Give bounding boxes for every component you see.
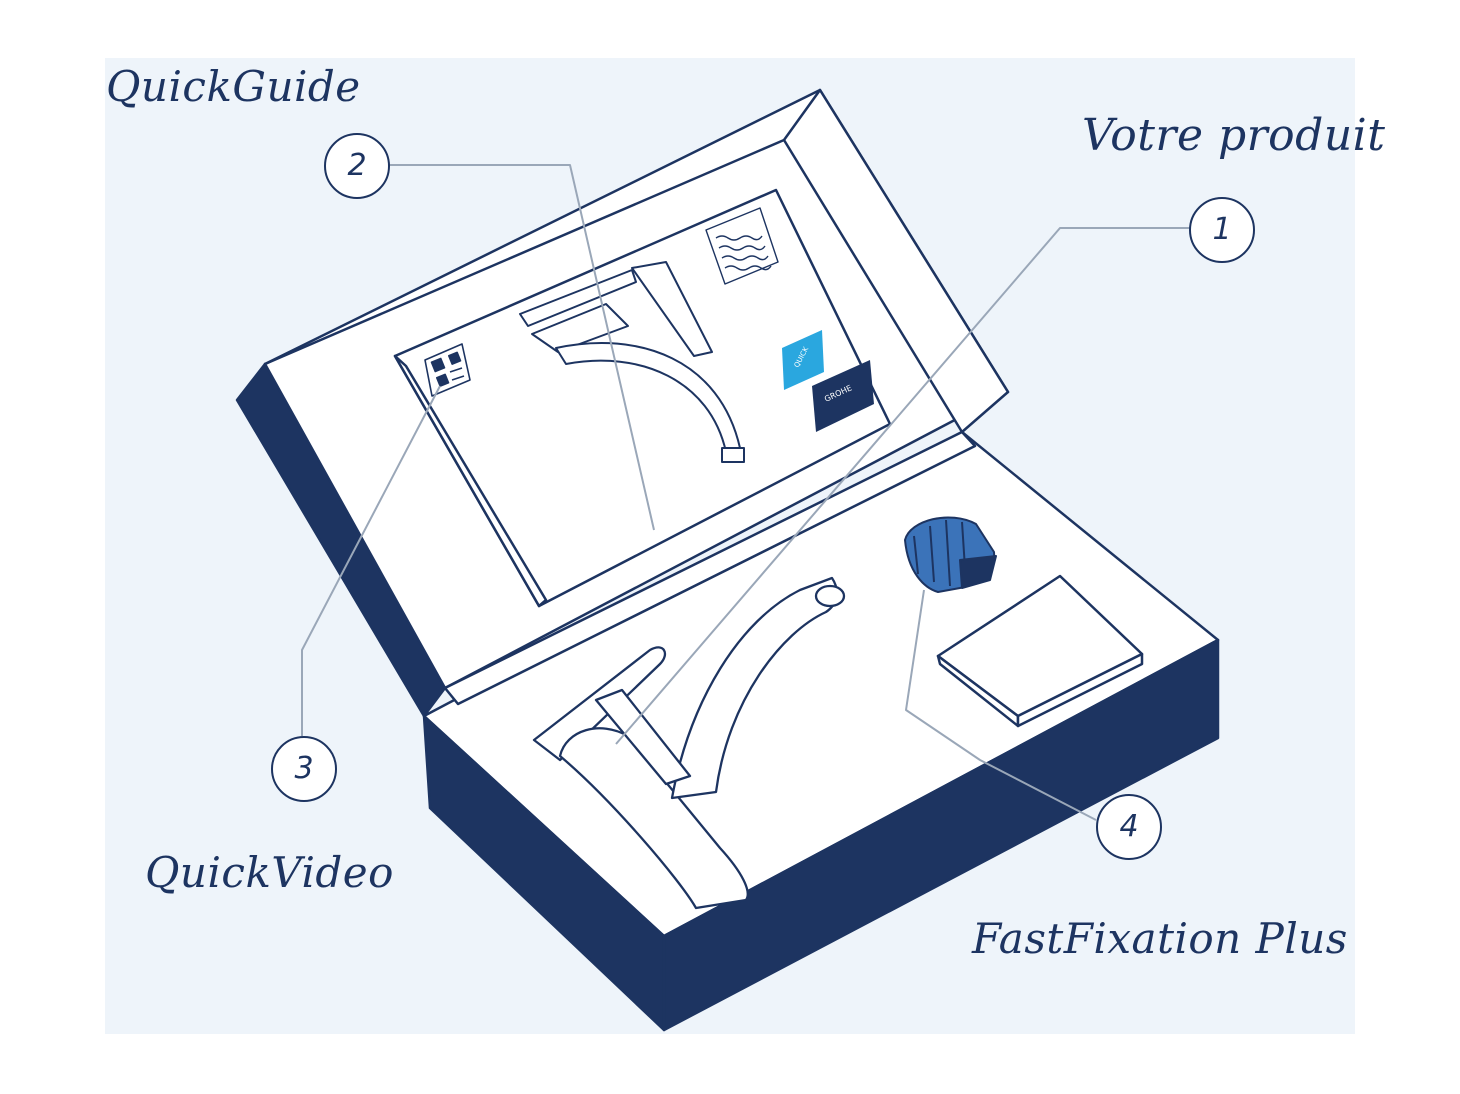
fastfixation-label: FastFixation Plus bbox=[972, 914, 1348, 963]
leader-line-4 bbox=[905, 589, 1097, 821]
booklet-edge bbox=[393, 354, 548, 608]
leader-line-1 bbox=[615, 227, 1190, 745]
callout-1: 1 bbox=[1189, 197, 1255, 263]
leader-line-2 bbox=[388, 164, 655, 531]
qr-code-icon bbox=[424, 343, 471, 397]
fastfixation-nut bbox=[904, 516, 997, 593]
accessory-box-front bbox=[1016, 652, 1144, 728]
callout-2: 2 bbox=[324, 133, 390, 199]
leader-line-3 bbox=[301, 385, 441, 736]
grohe-badge-logo bbox=[812, 360, 874, 432]
tray-inner-back bbox=[443, 430, 977, 706]
leader-lines bbox=[301, 164, 1190, 821]
faucet-product bbox=[532, 576, 846, 910]
water-pictogram-icon bbox=[705, 207, 779, 285]
quick-video-label: QuickVideo bbox=[145, 848, 394, 897]
quick-badge-logo bbox=[782, 330, 824, 390]
tray-right-wall bbox=[662, 638, 1220, 1032]
quick-guide-label: QuickGuide bbox=[106, 62, 361, 111]
lid-top-rim bbox=[782, 88, 1010, 434]
callout-4: 4 bbox=[1096, 794, 1162, 860]
your-product-label: Votre produit bbox=[1082, 110, 1386, 161]
callout-3: 3 bbox=[271, 736, 337, 802]
